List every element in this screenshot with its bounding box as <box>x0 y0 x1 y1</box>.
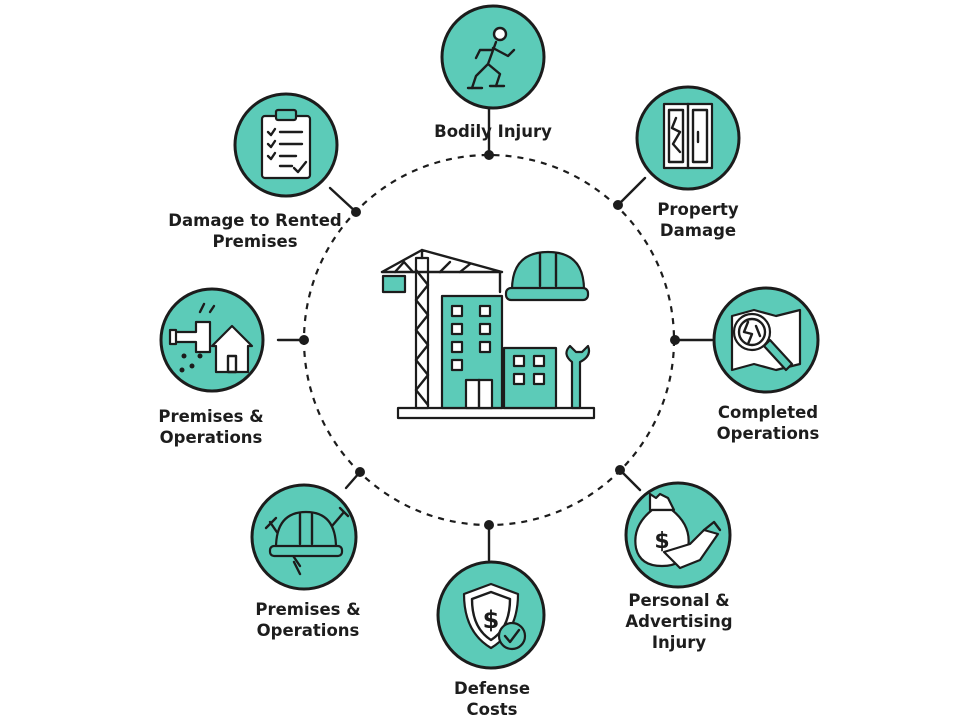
node-completed-operations <box>712 286 820 394</box>
construction-site-icon <box>380 248 596 420</box>
node-defense-costs: $ <box>436 560 546 670</box>
label-line: Costs <box>466 700 518 719</box>
label-line: Damage <box>659 221 737 240</box>
label-line: Operations <box>159 428 263 447</box>
label-line: Defense <box>453 679 531 698</box>
clipboard-checklist-icon <box>260 108 312 180</box>
svg-text:$: $ <box>654 529 669 554</box>
label-line: Premises & <box>158 407 264 426</box>
broken-window-icon <box>662 102 714 170</box>
label-line: Operations <box>716 424 820 443</box>
label-damage-rented-premises: Damage to Rented Premises <box>168 210 341 252</box>
node-personal-advertising-injury: $ <box>624 481 732 589</box>
label-personal-advertising-injury: Personal & Advertising Injury <box>625 590 732 653</box>
label-line: Bodily Injury <box>434 122 552 141</box>
label-line: Personal & <box>628 591 730 610</box>
label-line: Damage to Rented <box>168 211 342 230</box>
label-line: Premises & <box>255 600 361 619</box>
node-premises-operations-tools <box>250 483 358 591</box>
money-handshake-icon: $ <box>634 492 722 570</box>
label-defense-costs: Defense Costs <box>454 678 530 720</box>
label-line: Operations <box>256 621 360 640</box>
label-property-damage: Property Damage <box>657 199 738 241</box>
label-line: Advertising <box>625 612 733 631</box>
connectors <box>276 106 714 562</box>
label-completed-operations: Completed Operations <box>717 402 820 444</box>
label-line: Completed <box>717 403 819 422</box>
label-line: Injury <box>651 633 707 652</box>
node-bodily-injury <box>440 4 546 110</box>
label-premises-operations-house: Premises & Operations <box>158 406 263 448</box>
node-premises-operations-house <box>159 287 265 393</box>
svg-text:$: $ <box>483 606 500 634</box>
label-line: Premises <box>212 232 298 251</box>
hardhat-tools-icon <box>264 506 350 576</box>
leaking-pipe-house-icon <box>168 302 254 374</box>
magnifier-crack-icon <box>730 308 802 372</box>
shield-dollar-icon: $ <box>462 582 527 651</box>
label-premises-operations-tools: Premises & Operations <box>255 599 360 641</box>
running-person-icon <box>466 26 516 90</box>
label-bodily-injury: Bodily Injury <box>434 121 552 142</box>
node-property-damage <box>635 85 741 191</box>
node-damage-rented-premises <box>233 92 339 198</box>
label-line: Property <box>657 200 739 219</box>
